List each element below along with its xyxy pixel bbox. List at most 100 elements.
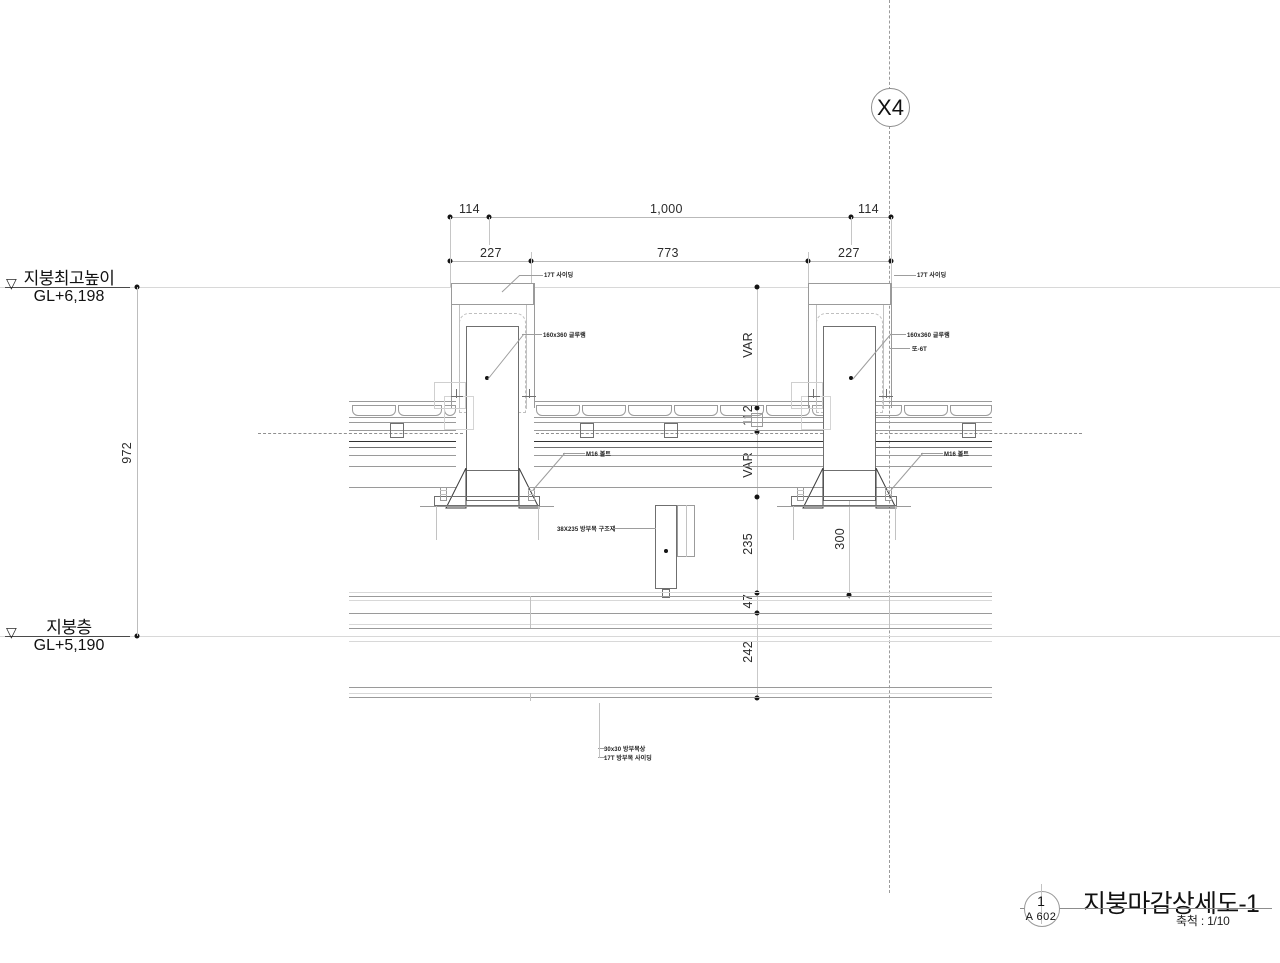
dim-var-upper: VAR bbox=[741, 332, 755, 358]
ceiling-layer-1 bbox=[349, 592, 992, 593]
post-haunch-right bbox=[802, 468, 897, 509]
bolt-thread bbox=[885, 490, 892, 491]
deck-line-strong bbox=[534, 441, 992, 442]
dim-114-right: 114 bbox=[858, 202, 879, 216]
base-plate-underline-right bbox=[777, 506, 911, 507]
flashing-left-inner bbox=[444, 396, 474, 430]
detail-sheet-reference: A 602 bbox=[1025, 911, 1057, 923]
ceiling-layer-7 bbox=[349, 641, 992, 642]
glulam-post-right bbox=[823, 326, 876, 471]
roof-layer-right bbox=[534, 422, 992, 423]
purlin-section bbox=[962, 423, 976, 438]
post-cap-right bbox=[808, 283, 891, 305]
support-line-right-b bbox=[895, 506, 896, 540]
dim-chain-bottom-line bbox=[449, 261, 892, 262]
roof-batten-cell bbox=[904, 405, 948, 416]
annotation-glulam-right: 160x360 글루램 bbox=[907, 333, 950, 339]
ext-line bbox=[531, 252, 532, 287]
center-reference-line-right bbox=[536, 433, 1082, 434]
roof-batten-cell bbox=[950, 405, 992, 416]
leader-line bbox=[890, 348, 910, 349]
hanging-lumber-section bbox=[655, 505, 677, 589]
support-line-left bbox=[436, 506, 437, 540]
deck-line-strong bbox=[349, 441, 456, 442]
annotation-siding-right: 17T 사이딩 bbox=[917, 273, 947, 279]
center-reference-line-left bbox=[258, 433, 463, 434]
level-dot-2 bbox=[134, 633, 140, 639]
annotation-siding-left: 17T 사이딩 bbox=[544, 273, 574, 279]
soffit-joint-left bbox=[530, 596, 531, 628]
dim-dot bbox=[846, 592, 852, 598]
annotation-bolt-right: M16 볼트 bbox=[944, 452, 969, 458]
deck-line bbox=[349, 455, 456, 456]
post-haunch-left bbox=[445, 468, 540, 509]
bolt-thread bbox=[885, 494, 892, 495]
dim-chain-top-line bbox=[449, 217, 892, 218]
flashing-upstand-right-b bbox=[886, 389, 887, 398]
annotation-siding-bottom: 17T 방부목 사이딩 bbox=[604, 756, 652, 762]
ext-line bbox=[450, 217, 451, 287]
roof-batten-cell bbox=[536, 405, 580, 416]
detail-number: 1 bbox=[1037, 893, 1045, 909]
leader-line bbox=[890, 334, 906, 335]
bolt-thread bbox=[797, 490, 804, 491]
level-name: 지붕최고높이 bbox=[23, 269, 115, 288]
deck-line bbox=[534, 447, 992, 448]
annotation-batten-bottom: 30x30 방부목상 bbox=[604, 747, 646, 753]
leader-diagonal-bolt-right bbox=[890, 452, 924, 491]
base-plate-left bbox=[434, 496, 540, 506]
flashing-upstand-right bbox=[813, 389, 814, 398]
bolt-thread bbox=[797, 494, 804, 495]
detail-reference-centerline bbox=[1041, 884, 1042, 924]
roof-batten-cell bbox=[398, 405, 442, 416]
leader-line bbox=[598, 748, 605, 749]
roof-batten-cell bbox=[352, 405, 396, 416]
annotation-glulam-left: 160x360 글루램 bbox=[543, 333, 586, 339]
ext-line bbox=[808, 252, 809, 287]
level-underline-2 bbox=[5, 636, 130, 637]
lumber-center-dot bbox=[664, 549, 668, 553]
roof-sheathing-bot-left bbox=[349, 417, 456, 418]
siding-face-inner-right-r bbox=[883, 305, 884, 409]
flashing-right-outer bbox=[791, 382, 823, 409]
level-name: 지붕층 bbox=[46, 618, 92, 637]
bottom-siding-joint bbox=[530, 693, 531, 701]
deck-line bbox=[534, 466, 992, 467]
dim-dot bbox=[754, 284, 760, 290]
dim-line-972 bbox=[137, 287, 138, 636]
level-elevation: GL+5,190 bbox=[33, 636, 105, 654]
leader-line bbox=[519, 275, 543, 276]
level-triangle-1 bbox=[6, 276, 19, 296]
glulam-post-left bbox=[466, 326, 519, 471]
support-line-right bbox=[793, 506, 794, 540]
base-plate-right bbox=[791, 496, 897, 506]
dim-227-left: 227 bbox=[480, 246, 502, 260]
hanging-lumber-foot bbox=[662, 589, 670, 598]
leader-diagonal-glulam-right bbox=[852, 333, 892, 380]
roof-batten-cell bbox=[720, 405, 764, 416]
dim-dot bbox=[754, 590, 760, 596]
bottom-siding-layer-3 bbox=[349, 697, 992, 698]
siding-face-outer-right-r bbox=[891, 283, 892, 408]
ceiling-layer-4 bbox=[349, 613, 992, 614]
ceiling-layer-2 bbox=[349, 596, 992, 597]
bolt-thread bbox=[440, 494, 447, 495]
siding-face-inner-right bbox=[526, 305, 527, 409]
soffit-joint-right bbox=[889, 596, 890, 628]
annotation-plate-right: 또-6T bbox=[912, 347, 927, 353]
flashing-lip-right bbox=[808, 396, 820, 397]
grid-line-x4-lower bbox=[889, 126, 890, 893]
dim-line-300 bbox=[849, 489, 850, 599]
leader-line bbox=[612, 528, 656, 529]
deck-line bbox=[349, 466, 456, 467]
bottom-siding-layer-2 bbox=[349, 693, 992, 694]
roof-batten-cell bbox=[674, 405, 718, 416]
bolt-thread bbox=[440, 490, 447, 491]
ceiling-layer-5 bbox=[349, 624, 992, 625]
deck-line bbox=[534, 455, 992, 456]
dim-dot bbox=[754, 429, 760, 435]
bolt-thread bbox=[528, 490, 535, 491]
ceiling-layer-3 bbox=[349, 600, 992, 601]
leader-line bbox=[522, 334, 542, 335]
purlin-section bbox=[580, 423, 594, 438]
